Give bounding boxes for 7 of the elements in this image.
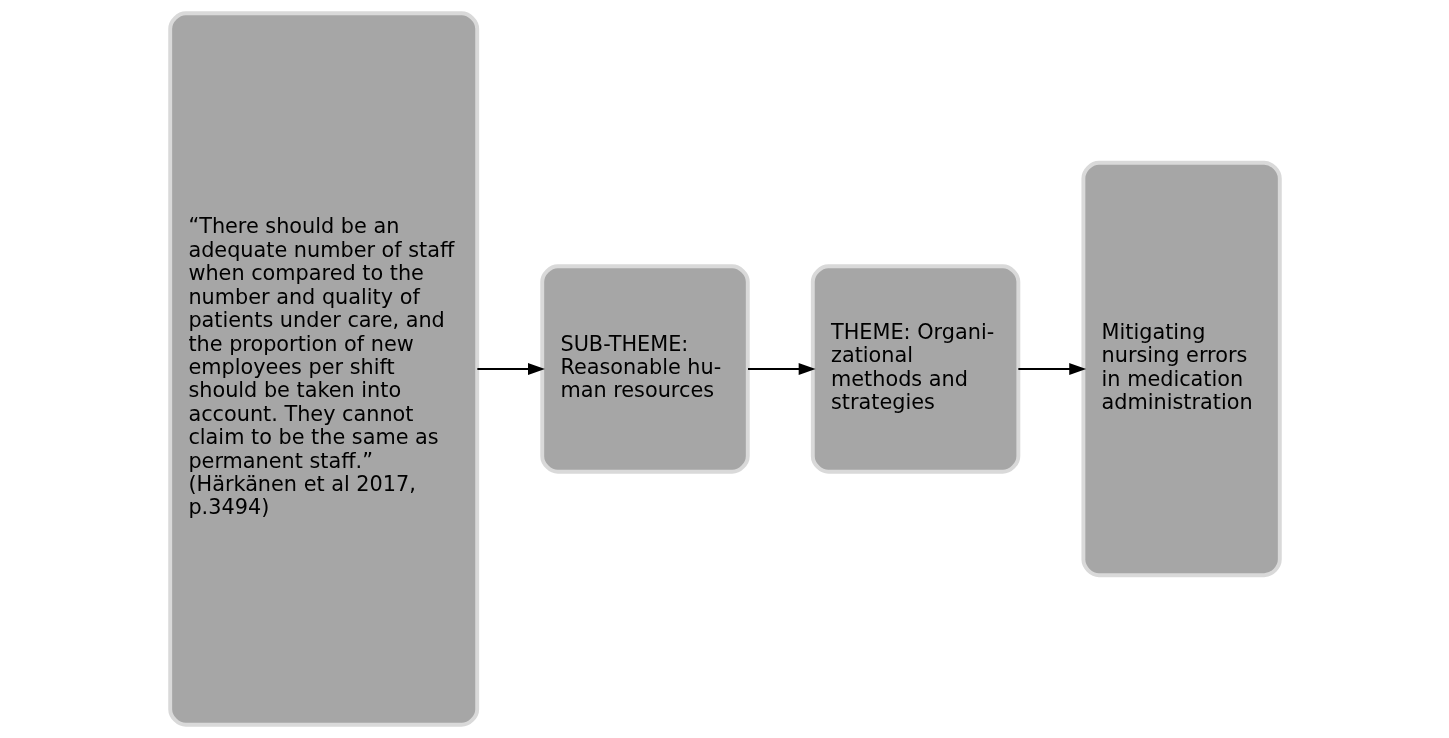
arrow [746,363,816,375]
arrow [1016,363,1086,375]
node-box: “There should be an adequate number of staff when compared to the number and quality of patients under care, and the proportion of new employees per shift should be taken into account. They cannot claim to be the same as permanent staff.” (Härkänen et al 2017, p.3494) [167,11,479,727]
node-box: Mitigating nursing errors in medication administration [1080,160,1282,578]
arrow [475,363,545,375]
node-box: THEME: Organi-zational methods and strategies [810,264,1020,474]
node-box: SUB-THEME: Reasonable hu-man resources [539,264,750,474]
